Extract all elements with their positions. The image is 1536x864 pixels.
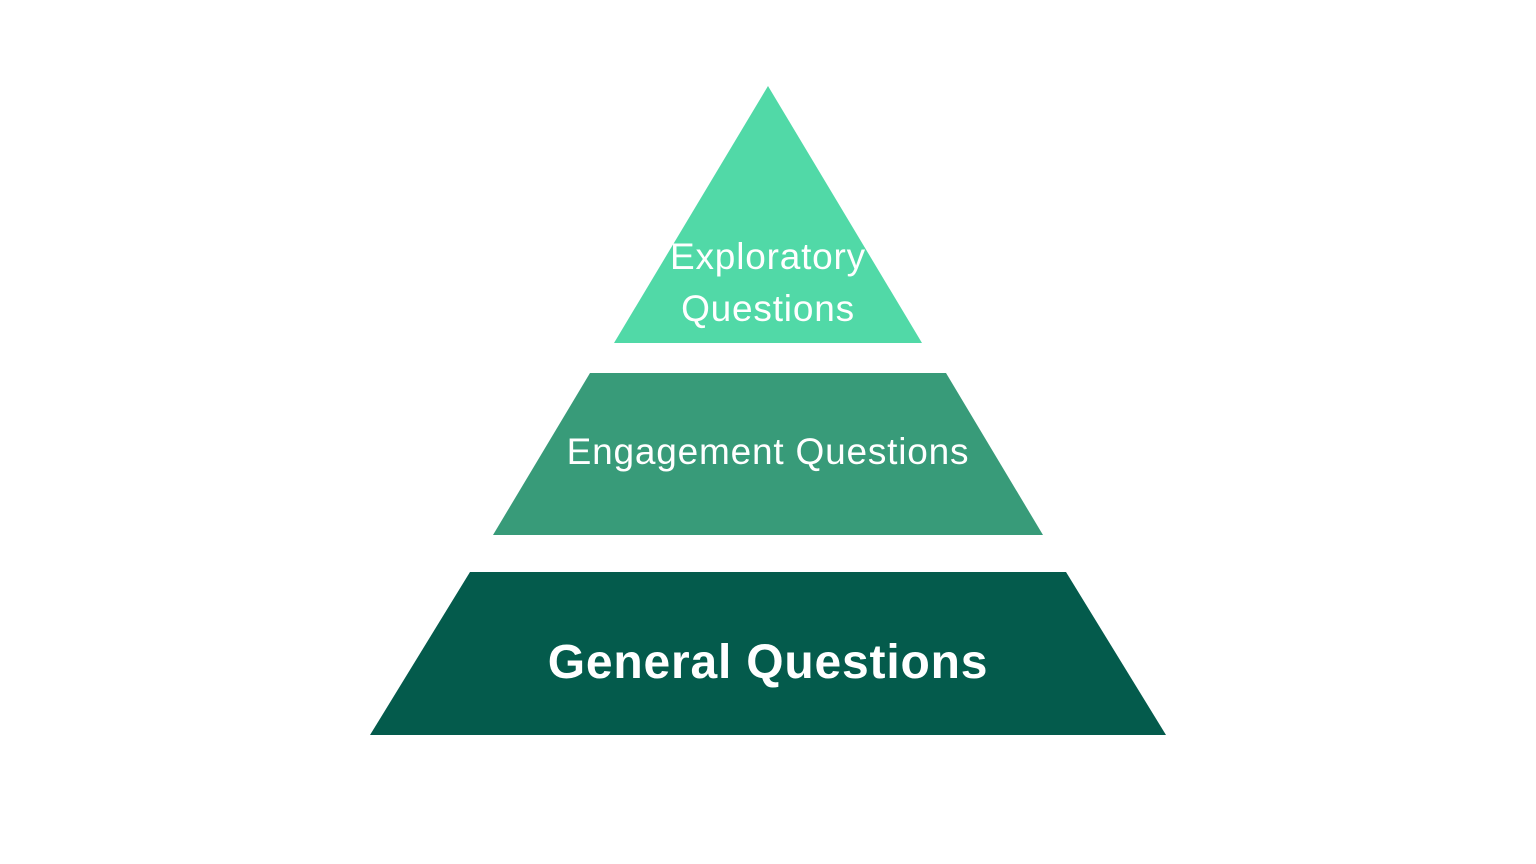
pyramid-top-triangle bbox=[614, 86, 922, 343]
pyramid-bottom-label: General Questions bbox=[547, 636, 989, 689]
pyramid-top-label-line2: Questions bbox=[681, 288, 855, 329]
pyramid-middle-label: Engagement Questions bbox=[566, 431, 970, 472]
pyramid-top-label: Exploratory Questions bbox=[468, 231, 1068, 335]
pyramid-top-label-line1: Exploratory bbox=[670, 236, 866, 277]
pyramid-middle-trapezoid bbox=[493, 373, 1043, 535]
pyramid-bottom-trapezoid bbox=[370, 572, 1166, 735]
